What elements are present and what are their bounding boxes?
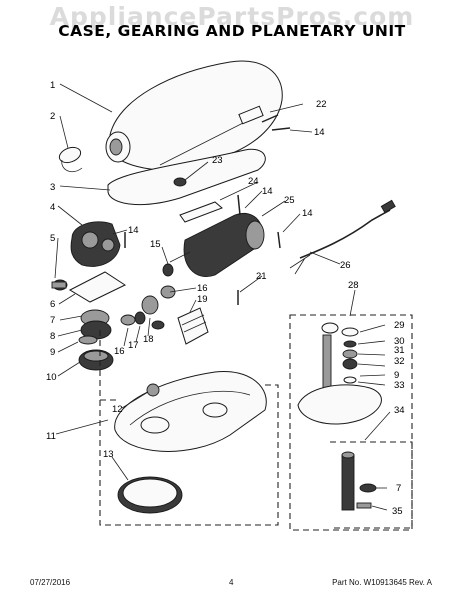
motor-assembly [162, 213, 265, 277]
callout-25: 25 [284, 195, 295, 206]
brush-holder [179, 201, 223, 223]
attachment-knob [58, 146, 83, 173]
worm-gear [51, 279, 68, 291]
bevel-gear-stack [78, 309, 114, 371]
callout-numbers: 1 2 3 4 5 6 7 8 9 10 11 12 13 14 14 14 1… [46, 80, 405, 517]
callout-15: 15 [150, 239, 161, 250]
callout-14-d: 14 [128, 225, 139, 236]
fastener-screws [124, 114, 291, 305]
callout-11: 11 [46, 431, 56, 442]
callout-13: 13 [103, 449, 114, 460]
callout-18: 18 [143, 334, 154, 345]
callout-17: 17 [128, 340, 139, 351]
small-gear-set [120, 285, 176, 330]
callout-10: 10 [46, 372, 57, 383]
gasket-ring [117, 476, 183, 514]
callout-7-b: 7 [396, 483, 401, 494]
callout-16-a: 16 [197, 283, 208, 294]
callout-23: 23 [212, 155, 223, 166]
callout-26: 26 [340, 260, 351, 271]
footer-part-number: Part No. W10913645 Rev. A [332, 578, 432, 587]
diagram-title: CASE, GEARING AND PLANETARY UNIT [58, 22, 406, 40]
planetary-group-box [289, 314, 413, 531]
callout-16-b: 16 [114, 346, 125, 357]
callout-14-c: 14 [302, 208, 313, 219]
callout-22: 22 [316, 99, 327, 110]
callout-35: 35 [392, 506, 403, 517]
beater-shaft [341, 451, 377, 511]
callout-4: 4 [50, 202, 55, 213]
gear-case-base [114, 370, 267, 452]
callout-6: 6 [50, 299, 55, 310]
case-group-box [99, 384, 279, 526]
gear-cover-plate [68, 271, 127, 303]
callout-5: 5 [50, 233, 55, 244]
washer-stack [341, 327, 359, 384]
power-cord [289, 199, 396, 275]
watermark: AppliancePartsPros.com [49, 2, 415, 31]
callout-7: 7 [50, 315, 55, 326]
footer-date: 07/27/2016 [30, 578, 71, 587]
callout-28: 28 [348, 280, 359, 291]
callout-24: 24 [248, 176, 259, 187]
callout-21: 21 [256, 271, 267, 282]
callout-30: 30 [394, 336, 405, 347]
callout-14-a: 14 [314, 127, 325, 138]
planetary-unit [297, 322, 382, 425]
callout-3: 3 [50, 182, 55, 193]
callout-1: 1 [50, 80, 55, 91]
callout-32: 32 [394, 356, 405, 367]
footer-page-number: 4 [229, 578, 234, 587]
callout-31: 31 [394, 345, 405, 356]
callout-8: 8 [50, 331, 55, 342]
callout-19: 19 [197, 294, 208, 305]
callout-2: 2 [50, 111, 55, 122]
leader-lines [54, 83, 391, 511]
callout-12: 12 [112, 404, 123, 415]
gear-group-box [99, 330, 120, 401]
callout-34: 34 [394, 405, 405, 416]
shaft-group-box [330, 441, 413, 529]
motor-head-case [105, 60, 283, 171]
control-plate [177, 307, 209, 345]
callout-9-b: 9 [394, 370, 399, 381]
callout-14-b: 14 [262, 186, 273, 197]
gear-housing [70, 221, 121, 267]
callout-9: 9 [50, 347, 55, 358]
trim-band [107, 148, 266, 206]
callout-33: 33 [394, 380, 405, 391]
callout-29: 29 [394, 320, 405, 331]
